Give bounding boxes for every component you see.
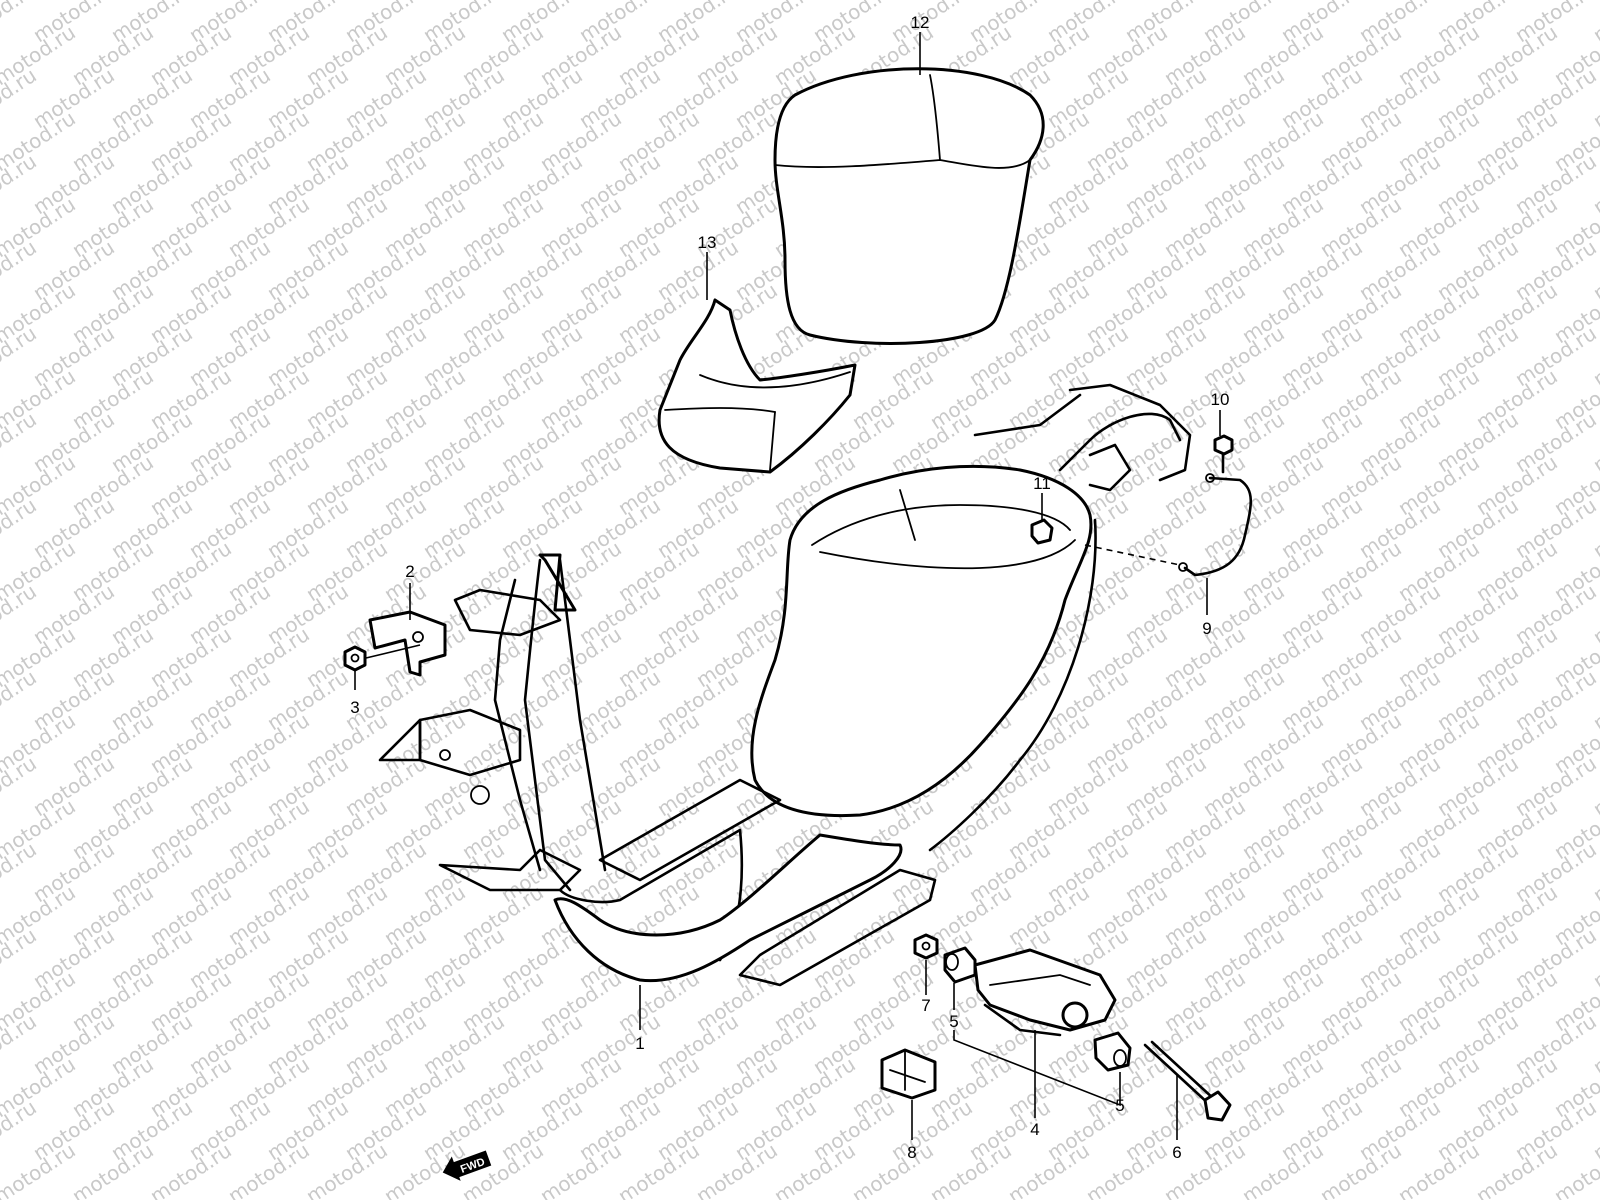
part-6-bolt[interactable] [1143,1040,1232,1122]
part-11-clip-nut[interactable] [1030,518,1054,545]
part-8-damper[interactable] [880,1048,937,1100]
callout-6: 6 [1172,1143,1181,1162]
watermark-text: motod.ru [1589,0,1600,47]
callout-1: 1 [635,1034,644,1053]
callout-3: 3 [350,698,359,717]
callout-labels: 12 13 2 3 10 11 9 1 7 5 5 4 6 8 [350,13,1229,1162]
part-10-bolt[interactable] [1213,434,1234,474]
callout-4: 4 [1030,1120,1039,1139]
callout-9: 9 [1202,619,1211,638]
part-9-rear-stay[interactable] [1084,473,1253,577]
part-7-nut[interactable] [913,933,939,960]
part-13-inner-tray[interactable] [657,298,857,474]
callout-5a: 5 [949,1012,958,1031]
part-5b-bushing[interactable] [1093,1031,1132,1072]
callout-13: 13 [698,233,717,252]
callout-2: 2 [405,562,414,581]
callout-5b: 5 [1115,1096,1124,1115]
part-1-frame-body[interactable] [378,383,1192,987]
callout-7: 7 [921,996,930,1015]
callout-8: 8 [907,1143,916,1162]
part-12-storage-box[interactable] [773,67,1045,345]
part-5a-bushing[interactable] [943,946,977,984]
part-3-nut[interactable] [343,644,421,672]
part-2-bracket[interactable] [368,610,447,677]
callout-11: 11 [1033,474,1051,493]
callout-10: 10 [1211,390,1230,409]
leader-lines [354,32,1221,1140]
callout-12: 12 [911,13,930,32]
part-4-engine-mount-bracket[interactable] [973,948,1117,1037]
